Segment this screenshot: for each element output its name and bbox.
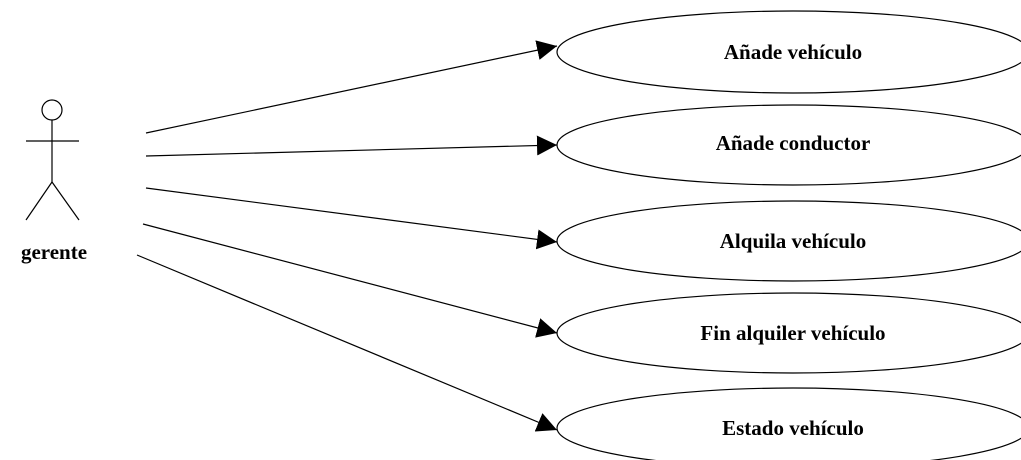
association-5 (136, 254, 558, 432)
actor-head (41, 99, 63, 121)
use-case-label: Estado vehículo (722, 416, 864, 440)
use-case-label: Añade vehículo (724, 40, 862, 64)
use-case-1: Añade vehículo (556, 10, 1021, 94)
use-case-3: Alquila vehículo (556, 200, 1021, 282)
association-2 (145, 135, 558, 157)
use-case-ellipse (556, 10, 1021, 94)
use-case-label: Fin alquiler vehículo (700, 321, 885, 345)
use-case-2: Añade conductor (556, 104, 1021, 186)
associations (136, 40, 558, 432)
actor-left-leg (25, 181, 53, 221)
actor-label: gerente (21, 240, 87, 264)
actor-right-leg (51, 181, 80, 221)
use-case-ellipse (556, 200, 1021, 282)
association-4 (142, 223, 558, 338)
use-case-5: Estado vehículo (556, 387, 1021, 460)
association-3 (145, 187, 558, 250)
use-case-label: Añade conductor (716, 131, 871, 155)
use-case-4: Fin alquiler vehículo (556, 292, 1021, 374)
use-case-ellipse (556, 387, 1021, 460)
use-case-ellipse (556, 104, 1021, 186)
use-case-ellipse (556, 292, 1021, 374)
association-1 (145, 40, 558, 134)
actor-figure (25, 99, 80, 221)
use-case-label: Alquila vehículo (720, 229, 866, 253)
